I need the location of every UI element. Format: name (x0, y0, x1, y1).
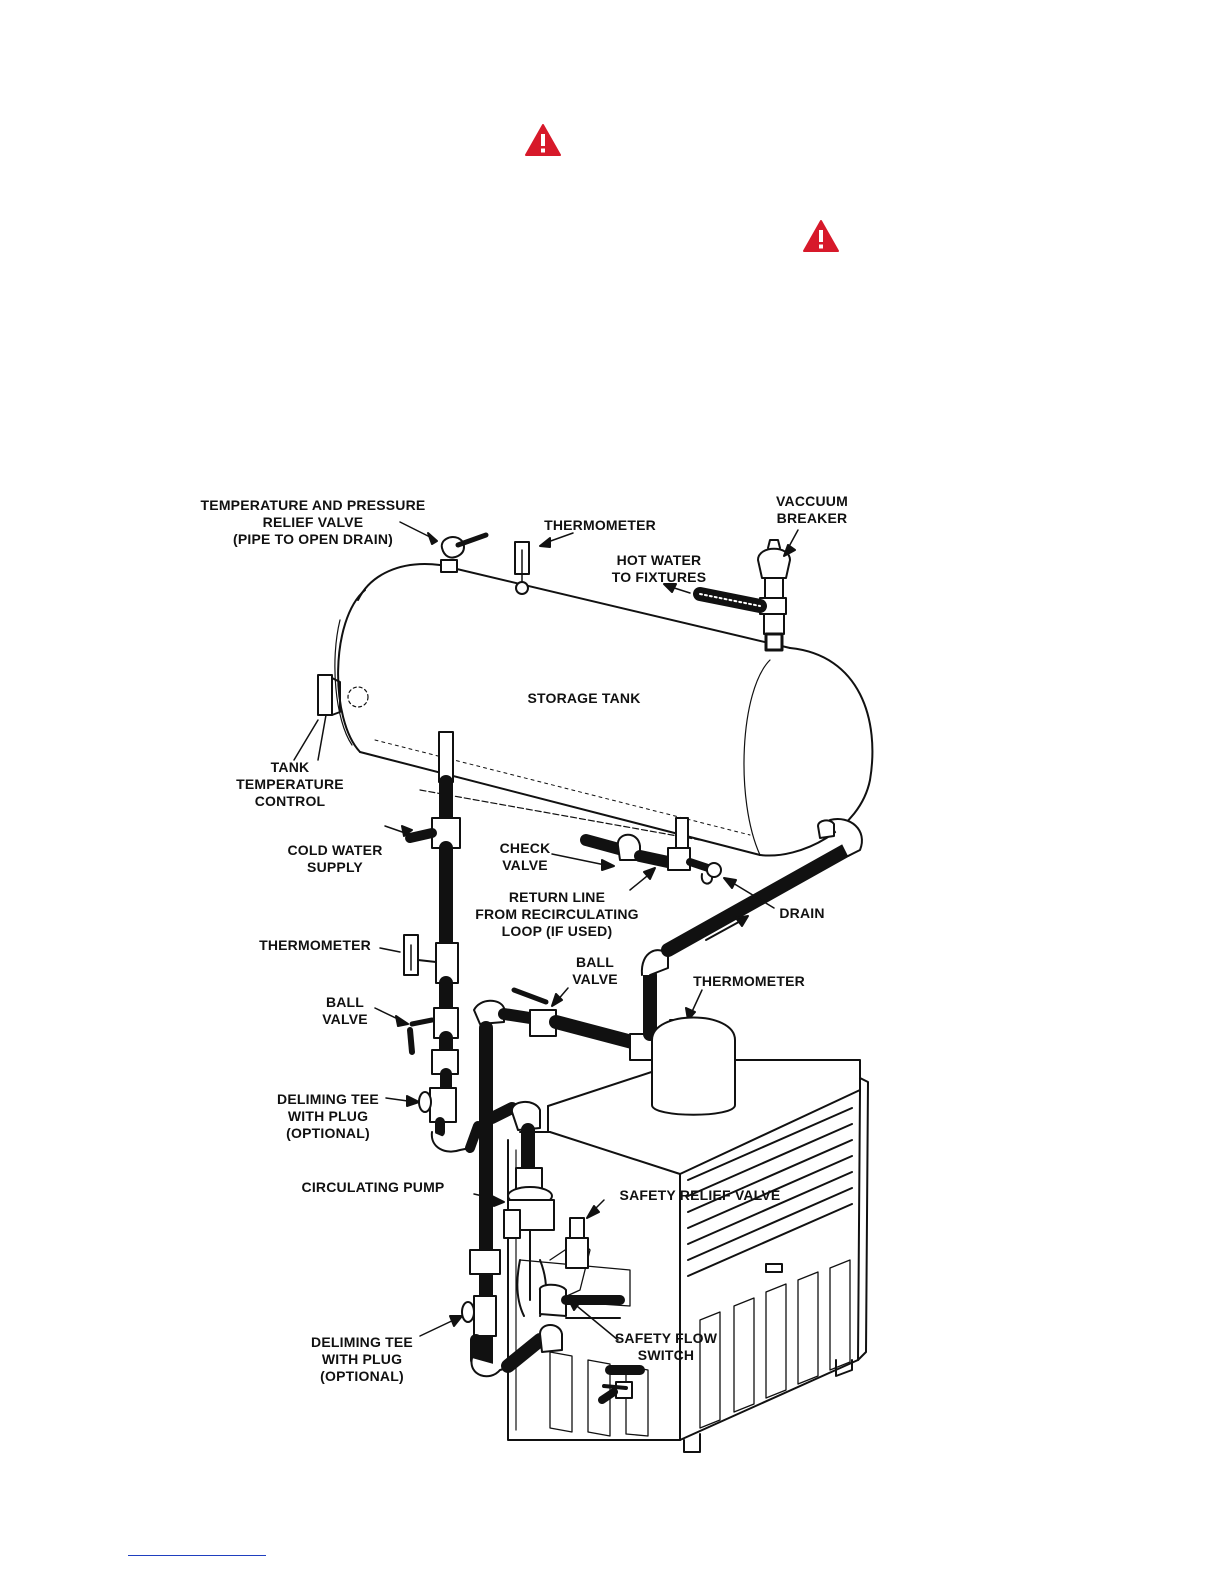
safety-relief-valve (565, 1199, 605, 1269)
heater-cabinet (507, 1016, 869, 1453)
ball-valve-left-label: BALL VALVE (322, 994, 368, 1027)
safety-flow-switch-label: SAFETY FLOW SWITCH (614, 1330, 718, 1363)
storage-tank (334, 563, 874, 857)
left-thermometer (379, 934, 437, 976)
deliming-tee-1 (385, 1091, 432, 1113)
thermometer-left-label: THERMOMETER (259, 937, 371, 953)
lower-pipe-assembly (419, 1249, 563, 1378)
deliming-tee-1-label: DELIMING TEE WITH PLUG (OPTIONAL) (277, 1091, 379, 1141)
return-line-assembly (551, 817, 775, 909)
tank-temperature-control-box (317, 674, 333, 716)
thermometer-right-label: THERMOMETER (693, 973, 805, 989)
cold-water-pipe (384, 731, 471, 1153)
cold-water-supply-label: COLD WATER SUPPLY (287, 842, 383, 875)
vacuum-breaker-label: VACCUUM BREAKER (776, 493, 848, 526)
drain-label: DRAIN (779, 905, 825, 921)
hot-water-label: HOT WATER TO FIXTURES (611, 552, 707, 585)
check-valve-label: CHECK VALVE (499, 840, 551, 873)
tank-temperature-control-label: TANK TEMPERATURE CONTROL (236, 759, 344, 809)
footer-link-underline[interactable] (128, 1555, 266, 1556)
circulating-pump-label: CIRCULATING PUMP (301, 1179, 445, 1195)
warning-triangle-icon (803, 220, 839, 252)
circulating-pump-assembly (473, 1101, 631, 1319)
left-ball-valve (374, 1007, 435, 1055)
safety-flow-switch (567, 1297, 619, 1341)
ball-valve-mid-label: BALL VALVE (572, 954, 618, 987)
bottom-ball-valve (598, 1365, 645, 1404)
return-line-label: RETURN LINE FROM RECIRCULATING LOOP (IF … (475, 889, 639, 939)
top-thermometer (514, 532, 574, 595)
warning-triangle-icon (525, 124, 561, 156)
tp-relief-valve (399, 521, 489, 573)
deliming-tee-2-label: DELIMING TEE WITH PLUG (OPTIONAL) (311, 1334, 413, 1384)
tp-relief-valve-label: TEMPERATURE AND PRESSURE RELIEF VALVE (P… (200, 497, 426, 547)
thermometer-top-label: THERMOMETER (544, 517, 656, 533)
vacuum-breaker (663, 529, 799, 652)
storage-tank-label: STORAGE TANK (527, 690, 641, 706)
safety-relief-valve-label: SAFETY RELIEF VALVE (619, 1187, 781, 1203)
